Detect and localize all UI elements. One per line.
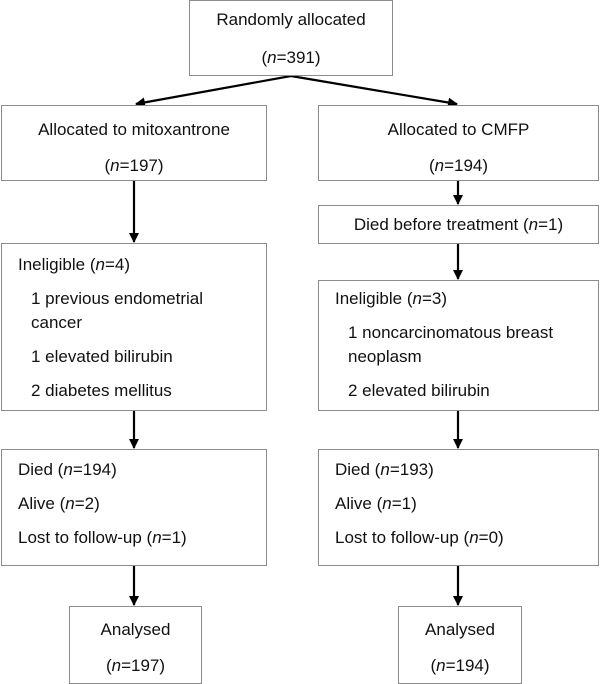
cmfp-analysed-box: Analysed (n=194)	[398, 606, 522, 684]
outcome-died: Died (n=194)	[18, 460, 117, 479]
cmfp-allocation-label: Allocated to CMFP	[387, 120, 530, 139]
ineligible-reason-item: 2 diabetes mellitus	[31, 381, 172, 400]
ineligible-reason-item: 1 previous endometrial	[31, 289, 203, 308]
outcome-alive: Alive (n=2)	[18, 494, 100, 513]
mitoxantrone-allocation-label: Allocated to mitoxantrone	[38, 120, 230, 139]
arrow-root-to-mitoxantrone	[135, 74, 292, 108]
analysed-count: (n=197)	[105, 656, 166, 675]
ineligible-reason-item: neoplasm	[348, 347, 422, 366]
mitoxantrone-allocation-count: (n=197)	[104, 156, 164, 175]
cmfp-outcomes-box: Died (n=193) Alive (n=1) Lost to follow-…	[318, 449, 599, 566]
died-before-treatment-box: Died before treatment (n=1)	[318, 205, 599, 244]
randomly-allocated-label: Randomly allocated	[216, 10, 366, 29]
analysed-label: Analysed	[100, 620, 171, 639]
mitoxantrone-allocation-box: Allocated to mitoxantrone (n=197)	[1, 105, 267, 181]
randomly-allocated-box: Randomly allocated (n=391)	[189, 0, 393, 76]
ineligible-reason-item: 1 elevated bilirubin	[31, 347, 173, 366]
cmfp-allocation-box: Allocated to CMFP (n=194)	[318, 105, 599, 181]
outcome-lost-to-follow-up: Lost to follow-up (n=1)	[18, 528, 187, 547]
arrow-root-to-cmfp	[290, 74, 458, 108]
outcome-died: Died (n=193)	[335, 460, 434, 479]
ineligible-reason-item: cancer	[31, 313, 83, 332]
cmfp-allocation-count: (n=194)	[428, 156, 489, 175]
died-before-treatment-label: Died before treatment (n=1)	[353, 215, 564, 234]
cmfp-ineligible-box: Ineligible (n=3) 1 noncarcinomatous brea…	[318, 280, 599, 411]
cmfp-ineligible-heading: Ineligible (n=3)	[335, 289, 448, 308]
outcome-lost-to-follow-up: Lost to follow-up (n=0)	[335, 528, 504, 547]
mitoxantrone-outcomes-box: Died (n=194) Alive (n=2) Lost to follow-…	[1, 449, 267, 566]
ineligible-reason-item: 2 elevated bilirubin	[348, 381, 490, 400]
analysed-count: (n=194)	[430, 656, 490, 675]
randomly-allocated-count: (n=391)	[261, 48, 321, 67]
mitoxantrone-ineligible-heading: Ineligible (n=4)	[18, 255, 131, 274]
mitoxantrone-analysed-box: Analysed (n=197)	[69, 606, 202, 684]
outcome-alive: Alive (n=1)	[335, 494, 417, 513]
mitoxantrone-ineligible-box: Ineligible (n=4) 1 previous endometrial …	[1, 243, 267, 411]
analysed-label: Analysed	[425, 620, 495, 639]
ineligible-reason-item: 1 noncarcinomatous breast	[348, 323, 554, 342]
